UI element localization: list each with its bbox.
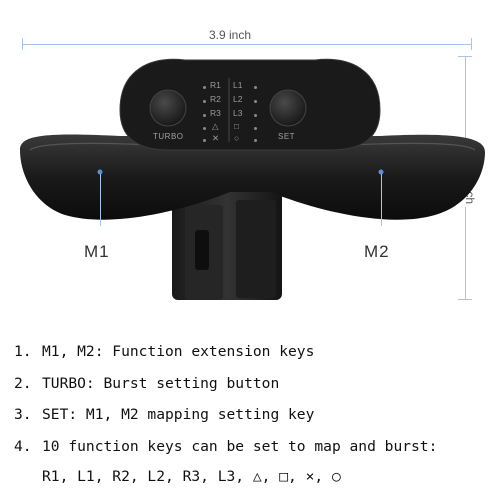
feature-item-2: 2.TURBO: Burst setting button [14,374,280,392]
width-dimension-line [22,44,472,45]
led-label-square: □ [234,121,240,131]
m2-marker [378,169,384,175]
width-tick-left [22,38,23,50]
led-label-r1: R1 [210,80,221,90]
set-label: SET [278,132,296,141]
paddle-wings [20,134,485,220]
back-button-attachment-illustration [20,58,485,300]
led-label-triangle: △ [212,121,219,131]
led-label-r3: R3 [210,108,221,118]
width-label: 3.9 inch [205,28,256,42]
m1-label: M1 [84,242,110,261]
mappable-keys-line: R1, L1, R2, L2, R3, L3, △, □, ×, ○ [42,468,341,485]
feature-list: 1.M1, M2: Function extension keys 2.TURB… [14,336,498,492]
mounting-clip [172,185,282,300]
led-label-circle: ○ [234,133,240,143]
m2-label: M2 [364,242,390,261]
led-label-l3: L3 [233,108,243,118]
feature-item-3: 3.SET: M1, M2 mapping setting key [14,406,315,423]
width-tick-right [471,38,472,50]
m2-leader-line [381,174,382,226]
led-label-r2: R2 [210,94,221,104]
height-tick-top [458,56,472,57]
feature-item-4: 4.10 function keys can be set to map and… [14,437,438,455]
m1-leader-line [100,174,101,226]
led-label-cross: ✕ [212,133,220,143]
feature-item-1: 1.M1, M2: Function extension keys [14,343,315,360]
turbo-button [149,89,187,127]
set-button [269,89,307,127]
m1-marker [97,169,103,175]
turbo-label: TURBO [153,132,184,141]
height-tick-bottom [458,299,472,300]
control-module [119,58,381,151]
led-label-l1: L1 [233,80,243,90]
led-label-l2: L2 [233,94,243,104]
